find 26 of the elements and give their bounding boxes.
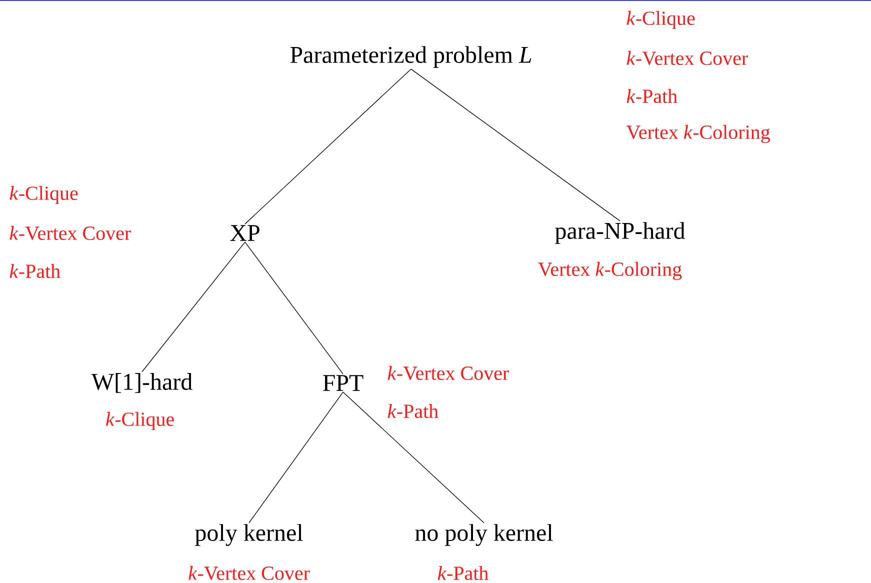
problem-label: k-Vertex Cover bbox=[626, 50, 748, 66]
problem-label: k-Path bbox=[626, 88, 678, 104]
class-label: XP bbox=[230, 225, 260, 241]
class-label: Parameterized problem L bbox=[290, 46, 532, 68]
class-label: FPT bbox=[323, 375, 364, 391]
class-label: poly kernel bbox=[195, 524, 303, 546]
class-label: no poly kernel bbox=[415, 524, 553, 546]
problem-label: k-Vertex Cover bbox=[10, 226, 131, 240]
class-label: W[1]-hard bbox=[91, 373, 192, 393]
problem-label: k-Clique bbox=[10, 186, 78, 204]
problem-label: k-Vertex Cover bbox=[188, 566, 310, 580]
problem-label: k-Path bbox=[388, 404, 438, 418]
problem-label: k-Path bbox=[438, 566, 488, 580]
problem-label: k-Vertex Cover bbox=[388, 366, 509, 380]
problem-label: Vertex k-Coloring bbox=[626, 124, 770, 144]
tree-line bbox=[248, 392, 344, 524]
tree-line bbox=[244, 242, 344, 374]
tree-line bbox=[342, 392, 484, 524]
problem-label: k-Path bbox=[10, 264, 60, 278]
tree-line bbox=[244, 68, 412, 224]
class-label: para-NP-hard bbox=[555, 222, 685, 244]
problem-label: Vertex k-Coloring bbox=[538, 262, 682, 280]
tree-line bbox=[410, 68, 620, 222]
problem-label: k-Clique bbox=[626, 10, 695, 30]
tree-line bbox=[142, 242, 246, 372]
problem-label: k-Clique bbox=[106, 412, 174, 430]
